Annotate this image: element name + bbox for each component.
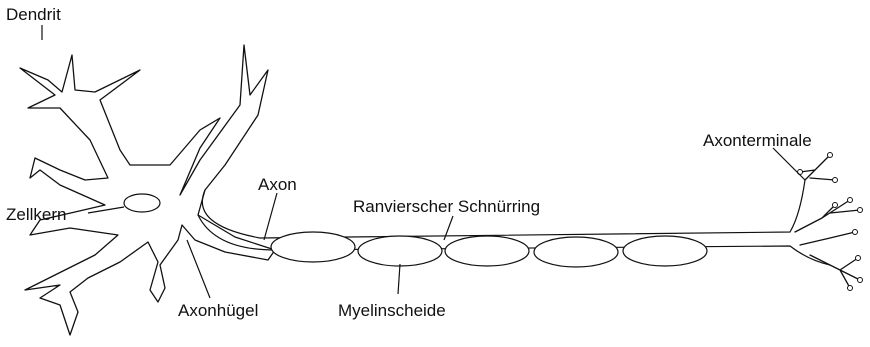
label-ranvierscher-schnuerring: Ranvierscher Schnürring (353, 197, 540, 216)
terminal-knob (832, 202, 838, 208)
myelin-segment (444, 235, 530, 267)
myelin-segment (357, 235, 443, 267)
label-zellkern: Zellkern (6, 205, 66, 224)
terminal-knob (852, 229, 858, 235)
myelin-segment (533, 236, 619, 268)
leader-zellkern (87, 206, 125, 214)
label-myelinscheide: Myelinscheide (338, 301, 446, 320)
label-dendrit: Dendrit (6, 5, 61, 24)
axon-terminal-branches (794, 154, 861, 289)
leader-myelinscheide (397, 263, 401, 295)
label-axonhuegel: Axonhügel (178, 301, 258, 320)
terminal-knob (827, 152, 833, 158)
terminal-knob (847, 285, 853, 291)
label-axonterminale: Axonterminale (703, 131, 812, 150)
leader-ranvier (443, 215, 454, 241)
terminal-knob (832, 177, 838, 183)
myelin-segment (270, 231, 356, 263)
cell-body-outline (19, 44, 276, 336)
leader-axonterminale (772, 147, 806, 181)
terminal-knob (847, 197, 853, 203)
leader-axonhuegel (186, 239, 211, 299)
label-axon: Axon (258, 175, 297, 194)
leader-axon (263, 192, 278, 241)
terminal-knob (855, 255, 861, 261)
myelin-segment (622, 235, 708, 267)
axon-upper-edge (201, 179, 806, 239)
terminal-knob (857, 207, 863, 213)
nucleus (123, 193, 161, 213)
terminal-knob (857, 277, 863, 283)
